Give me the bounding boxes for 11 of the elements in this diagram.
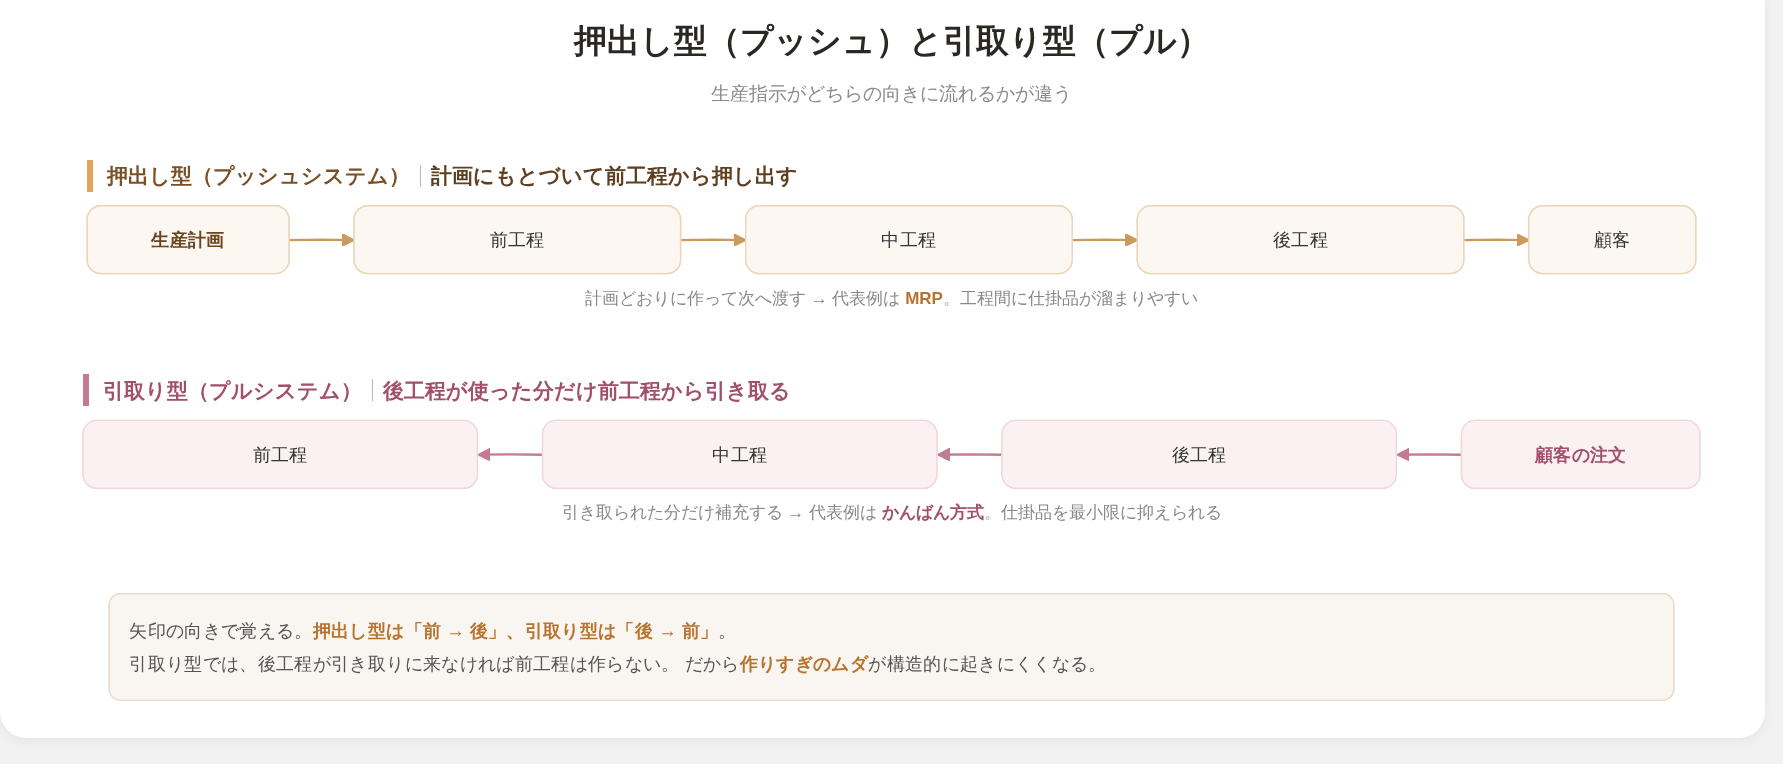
caption-text: 引き取られた分だけ補充する → 代表例は かんばん方式。仕掛品を最小限に抑えられる [561, 502, 1222, 525]
arrow [936, 447, 1003, 462]
section-heading: 押出し型（プッシュシステム） [107, 163, 411, 189]
section-subheading: 後工程が使った分だけ前工程から引き取る [383, 377, 792, 404]
subtitle: 生産指示がどちらの向きに流れるかが違う [711, 82, 1072, 106]
arrow [477, 447, 543, 462]
caption-text: 計画どおりに作って次へ渡す → 代表例は MRP。工程間に仕掛品が溜まりやすい [585, 287, 1198, 310]
title: 押出し型（プッシュ）と引取り型（プル） [573, 21, 1210, 61]
arrow [1396, 447, 1462, 462]
section-heading: 引取り型（プルシステム） [103, 377, 363, 404]
section-subheading: 計画にもとづいて前工程から押し出す [431, 163, 799, 189]
